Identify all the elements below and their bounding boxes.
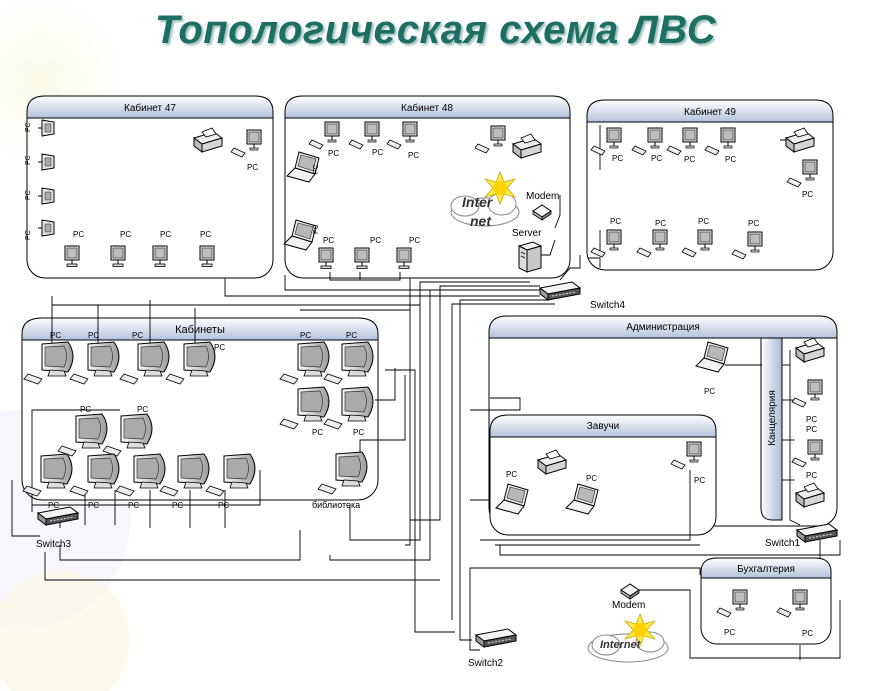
pc-label: PC — [684, 155, 695, 164]
pc-label: PC — [612, 154, 623, 163]
pc-label: PC — [218, 501, 229, 510]
room-kancelyaria: Канцелярия — [760, 337, 783, 521]
server-icon — [518, 241, 542, 273]
switch1-icon — [796, 523, 838, 543]
room-zavuchi: Завучи — [489, 414, 717, 536]
page-title: Топологическая схема ЛВС — [154, 8, 717, 52]
room-buhgalteria: Бухгалтерия — [700, 557, 832, 645]
pc-label: PC — [25, 230, 32, 240]
pc-label: PC — [312, 428, 323, 437]
room-zavuchi-label: Завучи — [587, 421, 620, 432]
pc-label: PC — [346, 331, 357, 340]
pc-label: PC — [725, 155, 736, 164]
switch2-icon — [475, 628, 517, 648]
internet-label: net — [470, 213, 492, 229]
pc-label: PC — [50, 331, 61, 340]
server-label: Server — [512, 228, 542, 239]
pc-label: PC — [313, 164, 320, 174]
room-buhgalteria-label: Бухгалтерия — [737, 564, 795, 575]
pc-label: PC — [88, 331, 99, 340]
pc-label: PC — [137, 405, 148, 414]
modem-icon — [620, 583, 640, 600]
pc-label: PC — [247, 163, 258, 172]
pc-label: PC — [704, 387, 715, 396]
pc-label: PC — [806, 425, 817, 434]
room-cab48-label: Кабинет 48 — [401, 102, 453, 114]
pc-label: PC — [80, 405, 91, 414]
pc-label: PC — [802, 629, 813, 638]
admin-devices: PC PC PC PC — [695, 337, 825, 508]
room-cab47-label: Кабинет 47 — [124, 102, 176, 114]
pc-label: PC — [372, 148, 383, 157]
switch1-label: Switch1 — [765, 538, 800, 549]
pc-label: PC — [353, 428, 364, 437]
zavuchi-devices: PC PC PC — [495, 441, 705, 515]
pc-label: PC — [25, 122, 32, 132]
pc-label: PC — [25, 190, 32, 200]
pc-label: PC — [313, 224, 320, 234]
modem-label: Modem — [612, 600, 645, 611]
pc-label: PC — [370, 236, 381, 245]
switch4-icon — [539, 281, 581, 301]
pc-label: PC — [651, 154, 662, 163]
room-admin-label: Администрация — [626, 322, 700, 333]
pc-label: PC — [610, 217, 621, 226]
pc-label: PC — [748, 219, 759, 228]
switch3-label: Switch3 — [36, 539, 71, 550]
pc-label: PC — [160, 230, 171, 239]
pc-label: PC — [724, 628, 735, 637]
pc-label: PC — [698, 217, 709, 226]
cab48-devices: PC PC PC PC PC PC PC PC Inter net Modem … — [283, 121, 559, 273]
cabinets-devices: PC PC PC PC PC PC PC PC PC PC PC PC PC P… — [22, 331, 374, 510]
pc-label: PC — [25, 155, 32, 165]
room-cabinets-label: Кабинеты — [175, 324, 225, 336]
switch2-label: Switch2 — [468, 658, 503, 669]
pc-label: PC — [323, 236, 334, 245]
pc-label: PC — [506, 470, 517, 479]
pc-label: PC — [655, 219, 666, 228]
pc-label: PC — [132, 331, 143, 340]
pc-label: PC — [300, 331, 311, 340]
switch4-label: Switch4 — [590, 300, 625, 311]
pc-label: PC — [73, 230, 84, 239]
room-kancelyaria-label: Канцелярия — [767, 390, 778, 446]
switch3-icon — [37, 506, 79, 526]
pc-label: PC — [128, 501, 139, 510]
internet-label: Internet — [600, 639, 642, 651]
pc-label: PC — [694, 476, 705, 485]
bottom-internet: Modem Internet — [587, 583, 669, 663]
pc-label: PC — [172, 501, 183, 510]
pc-label: PC — [88, 501, 99, 510]
pc-label: PC — [200, 230, 211, 239]
room-cab47: Кабинет 47 — [26, 95, 274, 279]
pc-label: PC — [120, 230, 131, 239]
library-label: библиотека — [312, 500, 360, 510]
pc-label: PC — [409, 236, 420, 245]
modem-label: Modem — [526, 191, 559, 202]
pc-label: PC — [806, 471, 817, 480]
internet-label: Inter — [462, 194, 494, 210]
network-cables — [11, 125, 841, 660]
pc-label: PC — [408, 151, 419, 160]
cab47-devices: PC PC PC PC PC PC PC PC PC — [25, 119, 262, 267]
pc-label: PC — [586, 474, 597, 483]
pc-label: PC — [806, 415, 817, 424]
room-cab49-label: Кабинет 49 — [684, 106, 736, 118]
internet-cloud-icon: Inter net — [450, 171, 520, 229]
pc-label: PC — [48, 501, 59, 510]
cab49-devices: PC PC PC PC PC PC PC PC PC — [590, 127, 818, 260]
pc-label: PC — [214, 343, 225, 352]
buhgalteria-devices: PC PC — [716, 589, 813, 638]
pc-label: PC — [328, 149, 339, 158]
pc-label: PC — [802, 190, 813, 199]
